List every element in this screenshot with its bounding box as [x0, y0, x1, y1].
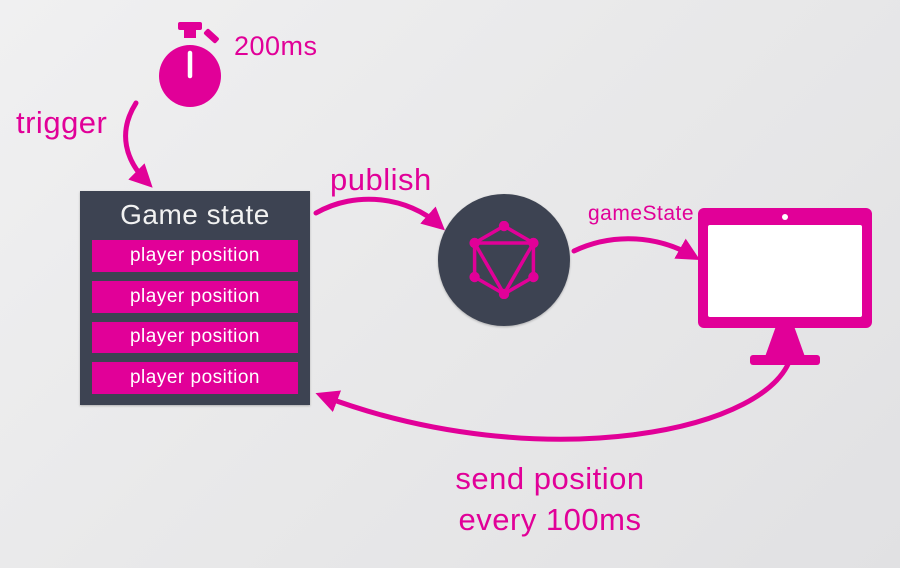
send-position-line1: send position — [455, 461, 645, 496]
monitor-stand-neck — [765, 328, 805, 355]
player-position-list: player position player position player p… — [92, 240, 298, 394]
stopwatch-crown-stem — [184, 28, 196, 38]
publish-label: publish — [330, 162, 432, 197]
stopwatch-icon — [159, 22, 221, 107]
game-state-title: Game state — [120, 199, 270, 230]
graphql-node — [438, 194, 570, 326]
graphql-triangle — [471, 241, 537, 298]
game-state-box: Game state player position player positi… — [80, 191, 310, 405]
graphql-logo-icon — [469, 221, 539, 299]
monitor-stand-base — [750, 355, 820, 365]
trigger-arrow — [123, 100, 153, 188]
monitor-icon — [698, 208, 872, 366]
graphql-vertex-dots — [469, 221, 539, 299]
monitor-screen — [708, 225, 862, 317]
gamestate-arrow — [571, 236, 701, 260]
gamestate-event-label: gameState — [588, 202, 695, 225]
monitor-camera-dot — [782, 214, 788, 220]
timer-label: 200ms — [234, 31, 318, 61]
stopwatch-side-button — [203, 28, 219, 44]
send-position-line2: every 100ms — [458, 502, 642, 537]
player-position-row: player position — [92, 240, 298, 272]
send-position-label: send position every 100ms — [390, 458, 710, 540]
trigger-label: trigger — [16, 105, 108, 140]
player-position-row: player position — [92, 321, 298, 354]
player-position-row: player position — [92, 362, 298, 394]
player-position-row: player position — [92, 280, 298, 313]
publish-arrow — [313, 196, 445, 231]
